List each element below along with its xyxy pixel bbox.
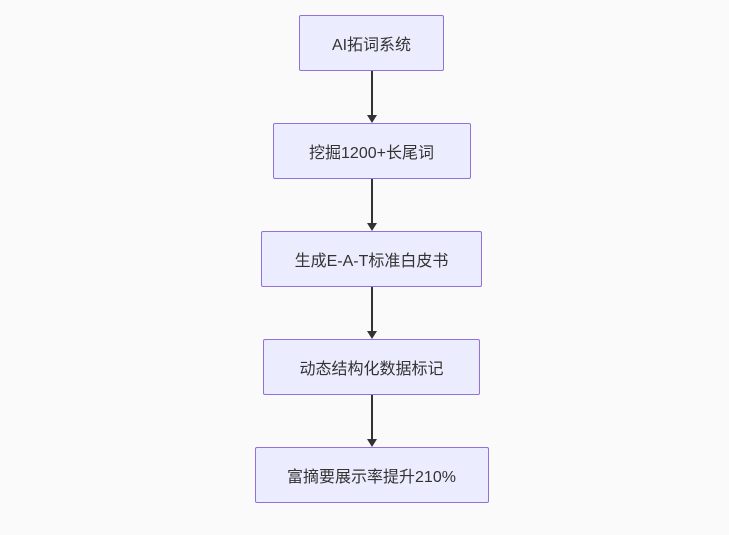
flow-arrow <box>366 395 377 447</box>
arrow-line <box>370 179 373 223</box>
flowchart-node-step-2: 挖掘1200+长尾词 <box>272 123 471 179</box>
arrow-line <box>370 287 373 331</box>
node-label: AI拓词系统 <box>331 37 412 54</box>
node-label: 挖掘1200+长尾词 <box>309 145 434 162</box>
node-label: 生成E-A-T标准白皮书 <box>294 253 449 270</box>
node-label: 动态结构化数据标记 <box>299 361 444 378</box>
flowchart: AI拓词系统 挖掘1200+长尾词 生成E-A-T标准白皮书 动态结构化数据标记 <box>7 15 729 503</box>
arrow-line <box>370 395 373 439</box>
arrowhead-down-icon <box>366 223 377 231</box>
arrowhead-down-icon <box>366 115 377 123</box>
flowchart-node-step-5: 富摘要展示率提升210% <box>254 447 489 503</box>
node-label: 富摘要展示率提升210% <box>287 469 456 486</box>
arrowhead-down-icon <box>366 439 377 447</box>
arrowhead-down-icon <box>366 331 377 339</box>
flow-arrow <box>366 287 377 339</box>
flow-arrow <box>366 179 377 231</box>
arrow-line <box>370 71 373 115</box>
flowchart-node-step-1: AI拓词系统 <box>299 15 444 71</box>
flow-arrow <box>366 71 377 123</box>
flowchart-node-step-4: 动态结构化数据标记 <box>263 339 480 395</box>
flowchart-node-step-3: 生成E-A-T标准白皮书 <box>261 231 482 287</box>
